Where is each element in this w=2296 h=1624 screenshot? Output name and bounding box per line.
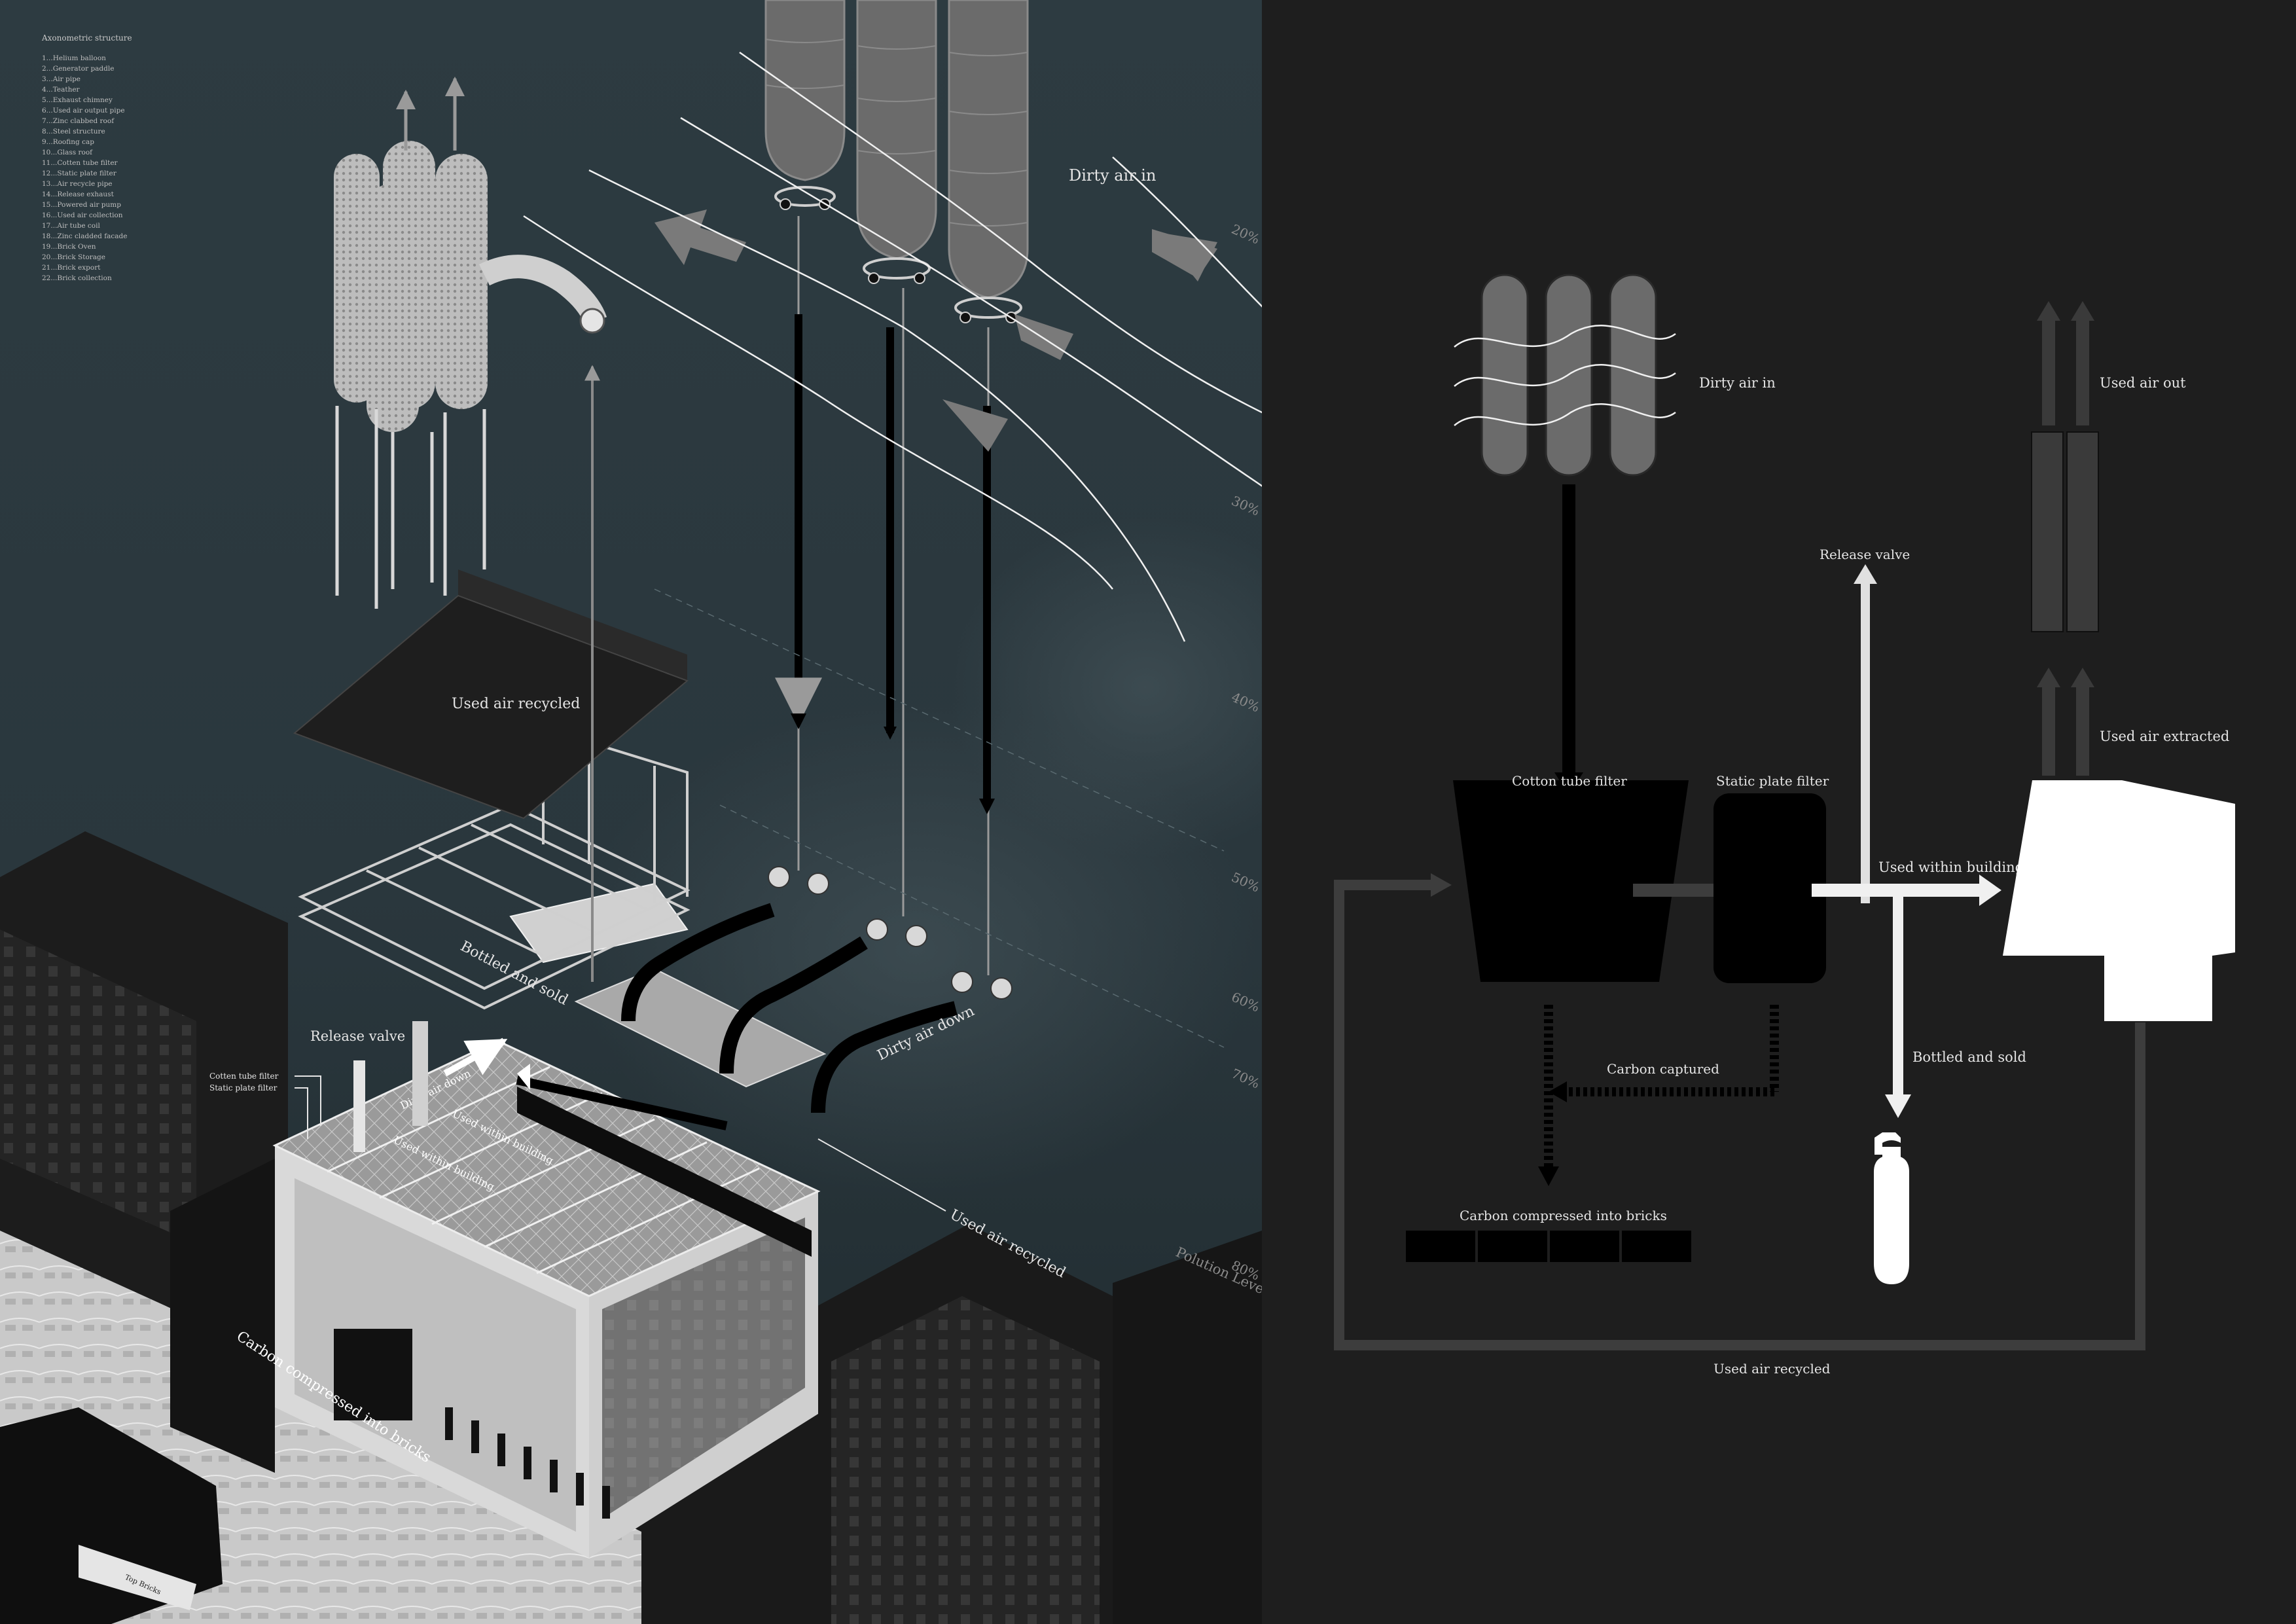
flow-diagram: Dirty air in Used air out Used air extra… (1262, 0, 2296, 1624)
label-release-valve: Release valve (310, 1028, 405, 1044)
label-dirty-air-in: Dirty air in (1069, 166, 1156, 185)
legend-item: 17...Air tube coil (42, 222, 100, 230)
carbon-captured-flow (1538, 1005, 1779, 1186)
legend-item: 7...Zinc clabbed roof (42, 117, 115, 125)
flow-label-carbon-compressed: Carbon compressed into bricks (1460, 1208, 1667, 1223)
axonometric-panel: Axonometric structure 1...Helium balloon… (0, 0, 1519, 1624)
legend-item: 21...Brick export (42, 264, 101, 272)
legend-item: 5...Exhaust chimney (42, 96, 113, 104)
helium-balloons (764, 0, 1029, 323)
legend-item: 11...Cotten tube filter (42, 159, 118, 167)
legend-item: 16...Used air collection (42, 211, 123, 219)
legend-item: 13...Air recycle pipe (42, 180, 113, 188)
air-pumps (768, 866, 1013, 1000)
legend-item: 2...Generator paddle (42, 65, 114, 73)
flow-label-release-valve: Release valve (1820, 547, 1910, 562)
label-used-air-recycled-top: Used air recycled (452, 696, 580, 712)
factory-building (170, 882, 827, 1558)
exhaust-chimneys (334, 77, 607, 982)
legend-item: 20...Brick Storage (42, 253, 105, 261)
used-air-out-stack (2031, 301, 2099, 776)
flow-label-bottled-and-sold: Bottled and sold (1912, 1049, 2026, 1065)
flow-label-static-plate-filter: Static plate filter (1716, 773, 1829, 789)
label-cotton-tube-filter: Cotten tube filter (209, 1072, 279, 1081)
legend-item: 18...Zinc cladded facade (42, 232, 127, 240)
legend-title: Axonometric structure (41, 33, 132, 43)
legend-item: 3...Air pipe (42, 75, 81, 83)
legend-item: 8...Steel structure (42, 128, 105, 135)
legend-item: 6...Used air output pipe (42, 107, 125, 115)
cotton-tube-filter-shape (1453, 780, 1689, 982)
flow-label-carbon-captured: Carbon captured (1607, 1061, 1719, 1077)
flow-label-used-within-building: Used within building (1878, 859, 2024, 875)
axonometric-legend: Axonometric structure 1...Helium balloon… (41, 33, 132, 282)
flow-label-used-air-recycled: Used air recycled (1713, 1361, 1831, 1377)
static-plate-filter-shape (1713, 793, 1826, 983)
legend-item: 9...Roofing cap (42, 138, 94, 146)
flow-label-used-air-out: Used air out (2100, 375, 2186, 391)
city-buildings (0, 831, 1262, 1624)
label-static-plate-filter: Static plate filter (209, 1083, 278, 1092)
legend-item: 4...Teather (42, 86, 81, 94)
dirty-air-curves (523, 51, 1519, 642)
steel-structure (298, 744, 691, 1010)
building-shape (2003, 780, 2235, 1021)
legend-item: 19...Brick Oven (42, 243, 96, 251)
flow-label-dirty-air-in: Dirty air in (1699, 375, 1776, 391)
wind-arrows (655, 209, 1217, 452)
legend-item: 12...Static plate filter (42, 170, 117, 177)
fog-cloud (949, 517, 1342, 857)
brick-row (1406, 1231, 1691, 1262)
balloon-group (1454, 274, 1676, 477)
legend-item: 22...Brick collection (42, 274, 112, 282)
flow-label-cotton-tube-filter: Cotton tube filter (1512, 773, 1627, 789)
legend-item: 10...Glass roof (42, 149, 93, 156)
zinc-roof (293, 569, 689, 820)
filter-arrows (353, 1021, 728, 1152)
legend-item: 14...Release exhaust (42, 190, 115, 198)
flow-label-used-air-extracted: Used air extracted (2100, 729, 2229, 744)
used-air-recycled-loop (1334, 873, 2145, 1350)
gas-bottle-icon (1874, 1132, 1909, 1284)
legend-item: 15...Powered air pump (42, 201, 121, 209)
air-pipes (621, 903, 958, 1113)
legend-item: 1...Helium balloon (42, 54, 106, 62)
